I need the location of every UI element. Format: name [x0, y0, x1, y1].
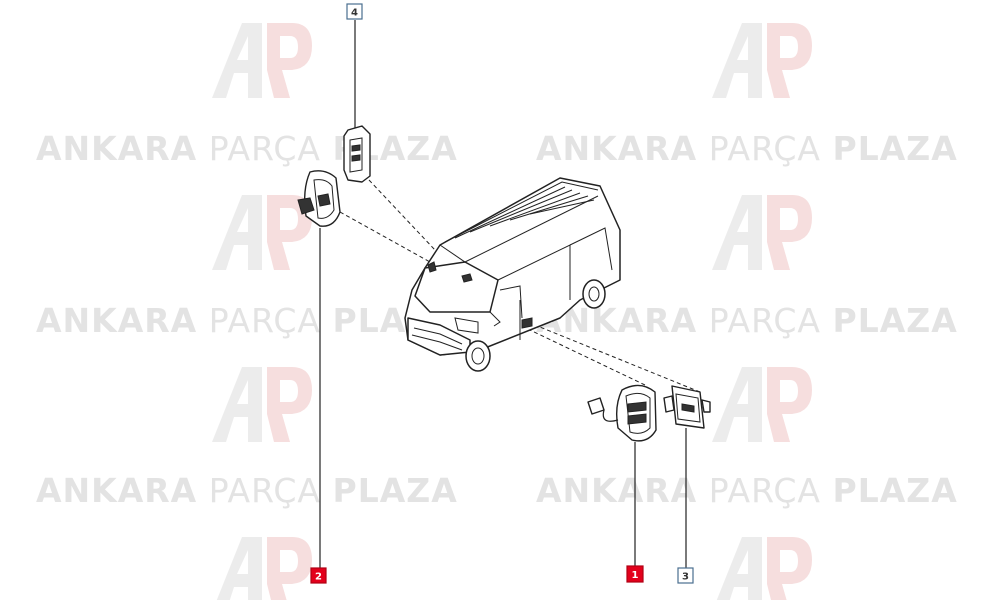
ap-logo-icon [212, 23, 312, 98]
callout-1[interactable]: 1 [626, 565, 644, 583]
ap-logo-icon [712, 23, 812, 98]
svg-text:3: 3 [682, 572, 689, 583]
watermark-text: ANKARA PARÇA PLAZA [36, 471, 458, 510]
ap-logo-icon [716, 537, 812, 600]
callout-4[interactable]: 4 [346, 3, 363, 20]
callout-3[interactable]: 3 [677, 567, 694, 584]
part-4-illustration [343, 125, 371, 183]
part-3-illustration [663, 385, 711, 429]
watermark-text: ANKARA PARÇA PLAZA [36, 129, 458, 168]
watermark-layer: ANKARA PARÇA PLAZA ANKARA PARÇA PLAZA AN… [36, 23, 958, 600]
callout-leaders [319, 20, 687, 568]
ap-logo-icon [712, 195, 812, 270]
part-2-illustration [297, 170, 341, 227]
callout-2[interactable]: 2 [310, 567, 327, 584]
svg-text:2: 2 [315, 572, 322, 583]
ap-logo-icon [216, 537, 312, 600]
ap-logo-icon [212, 195, 312, 270]
svg-text:1: 1 [632, 570, 639, 581]
watermark-text: ANKARA PARÇA PLAZA [536, 129, 958, 168]
dashed-leaders [339, 179, 701, 393]
ap-logo-icon [712, 367, 812, 442]
watermark-text: ANKARA PARÇA PLAZA [536, 471, 958, 510]
van-illustration [404, 177, 621, 372]
part-1-illustration [587, 384, 657, 442]
ap-logo-icon [212, 367, 312, 442]
svg-text:4: 4 [351, 8, 358, 19]
watermark-text: ANKARA PARÇA PLAZA [36, 301, 458, 340]
